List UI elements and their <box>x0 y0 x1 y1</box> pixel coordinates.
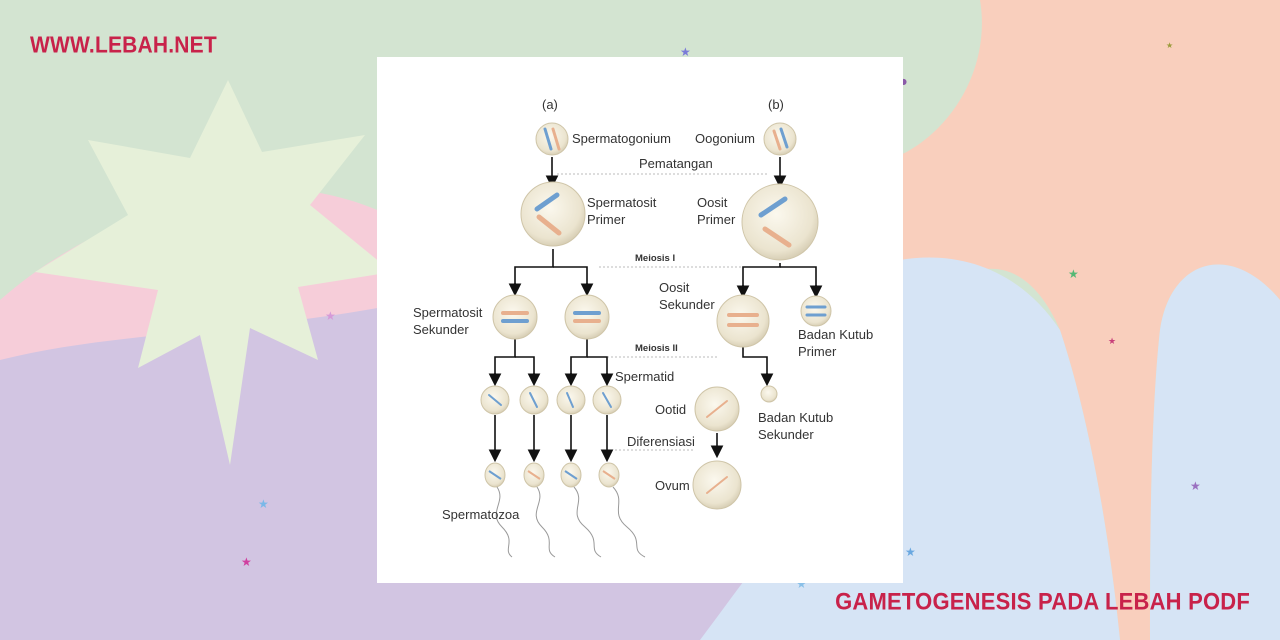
gametogenesis-diagram: (a) (b) Spermatogonium Oogonium Pematang… <box>413 97 873 558</box>
page-caption-title: Gametogenesis pada lebah podf <box>835 588 1250 615</box>
svg-text:★: ★ <box>1068 267 1079 281</box>
label-oosit-primer-1: Oosit <box>697 195 728 210</box>
svg-text:★: ★ <box>905 545 916 559</box>
label-diferensiasi: Diferensiasi <box>627 434 695 449</box>
connector-lines <box>488 157 823 463</box>
label-oogonium: Oogonium <box>695 131 755 146</box>
label-spermatosit-primer-1: Spermatosit <box>587 195 657 210</box>
label-meiosis-2: Meiosis II <box>635 343 678 354</box>
svg-text:★: ★ <box>796 577 807 591</box>
dashed-guides <box>557 173 767 451</box>
label-spermatosit-sekunder-2: Sekunder <box>413 322 469 337</box>
label-badan-kutub-primer-2: Primer <box>798 344 837 359</box>
svg-text:●: ● <box>900 77 907 86</box>
peach-blob <box>900 0 1280 640</box>
svg-text:★: ★ <box>1166 41 1173 50</box>
cells <box>480 122 832 510</box>
label-spermatosit-sekunder-1: Spermatosit <box>413 305 483 320</box>
label-ootid: Ootid <box>655 402 686 417</box>
svg-text:★: ★ <box>241 555 252 569</box>
cell-spermatosit-sekunder-1 <box>492 294 538 340</box>
label-badan-kutub-primer-1: Badan Kutub <box>798 327 873 342</box>
label-badan-kutub-sekunder-2: Sekunder <box>758 427 814 442</box>
svg-text:★: ★ <box>680 45 691 59</box>
cell-spermatogonium <box>535 122 569 156</box>
spermatozoa <box>484 462 646 558</box>
label-meiosis-1: Meiosis I <box>635 253 675 264</box>
svg-text:★: ★ <box>1190 479 1201 493</box>
cell-badan-kutub-primer <box>800 295 832 327</box>
label-oosit-primer-2: Primer <box>697 212 736 227</box>
label-col-b: (b) <box>768 97 784 112</box>
svg-text:★: ★ <box>258 497 269 511</box>
label-ovum: Ovum <box>655 478 690 493</box>
cell-spermatosit-primer <box>520 181 586 247</box>
label-spermatozoa: Spermatozoa <box>442 507 520 522</box>
label-spermatogonium: Spermatogonium <box>572 131 671 146</box>
site-url[interactable]: WWW.LEBAH.NET <box>30 33 217 58</box>
label-spermatid: Spermatid <box>615 369 674 384</box>
label-badan-kutub-sekunder-1: Badan Kutub <box>758 410 833 425</box>
label-pematangan: Pematangan <box>639 156 713 171</box>
star-shape <box>35 80 392 465</box>
svg-text:★: ★ <box>1108 337 1116 347</box>
blue-blob-right <box>1150 264 1280 640</box>
cell-oosit-sekunder <box>716 294 770 348</box>
svg-text:★: ★ <box>325 309 336 323</box>
cell-oosit-primer <box>741 183 819 261</box>
diagram-card: (a) (b) Spermatogonium Oogonium Pematang… <box>377 57 903 583</box>
cell-badan-kutub-sekunder <box>760 385 778 403</box>
label-oosit-sekunder-1: Oosit <box>659 280 690 295</box>
chromosomes <box>488 127 827 494</box>
label-oosit-sekunder-2: Sekunder <box>659 297 715 312</box>
cell-spermatosit-sekunder-2 <box>564 294 610 340</box>
label-col-a: (a) <box>542 97 558 112</box>
label-spermatosit-primer-2: Primer <box>587 212 626 227</box>
